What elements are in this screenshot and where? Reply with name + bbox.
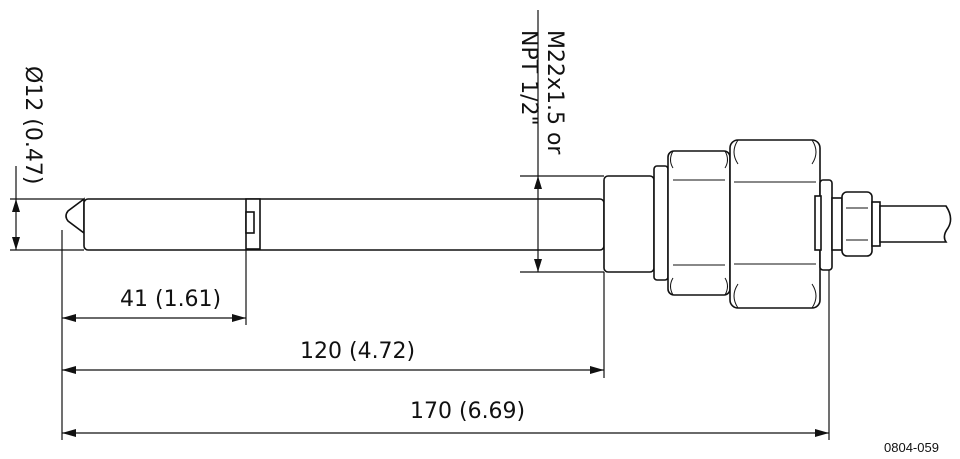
thread-label: M22x1.5 or <box>542 30 567 155</box>
thread-alt-label: NPT 1/2" <box>516 30 541 126</box>
probe-body <box>65 139 952 309</box>
tip-length-label: 41 (1.61) <box>120 287 221 312</box>
diameter-dimension: Ø12 (0.47) <box>10 66 84 251</box>
drawing-id: 0804-059 <box>884 440 939 455</box>
diameter-label: Ø12 (0.47) <box>20 66 45 184</box>
total-length-label: 170 (6.69) <box>410 399 525 424</box>
length-dimensions: 41 (1.61) 120 (4.72) 170 (6.69) <box>61 230 830 440</box>
probe-length-label: 120 (4.72) <box>300 339 415 364</box>
thread-dimension: M22x1.5 or NPT 1/2" <box>516 10 604 273</box>
